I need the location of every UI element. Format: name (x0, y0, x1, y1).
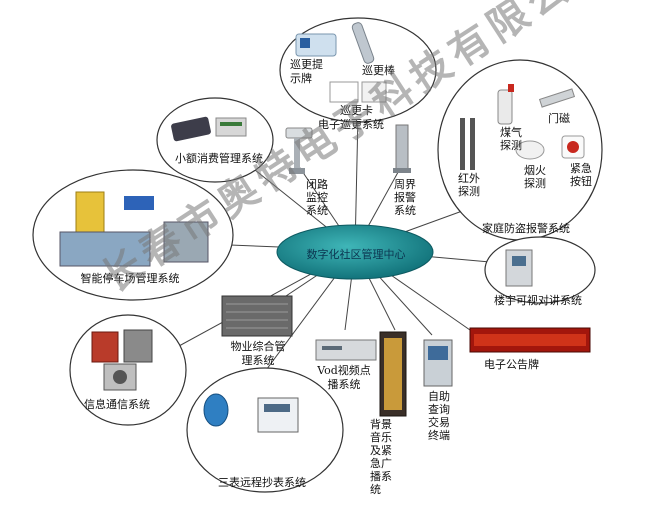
perimeter-label: 周界报警系统 (394, 178, 416, 217)
home-alarm-label: 家庭防盗报警系统 (482, 222, 570, 235)
patrol-sign-chip (300, 38, 310, 48)
smoke-detector-image (515, 140, 545, 160)
vod-label: Vod视频点播系统 (317, 364, 371, 391)
music-label: 背景音乐及紧急广播系统 (370, 418, 392, 496)
hub-ellipse (276, 224, 434, 280)
panic-button-red (567, 141, 579, 153)
electric-meter-image (257, 397, 299, 433)
property-server-slots (226, 303, 288, 329)
kiosk-screen (428, 346, 448, 360)
intercom-screen (512, 256, 526, 266)
patrol-stick-image (351, 22, 375, 64)
patrol-card-label: 巡更卡 (340, 104, 373, 117)
parking-booth-image (163, 221, 209, 263)
pos-card-image (215, 117, 247, 137)
small-pay-label: 小额消费管理系统 (175, 152, 263, 165)
telecom-label: 信息通信系统 (84, 398, 150, 411)
music-speaker-panel (384, 338, 402, 410)
gas-label: 煤气探测 (500, 126, 522, 152)
parking-display-image (124, 196, 154, 210)
pos-card-stripe (220, 122, 242, 126)
patrol-card-image-2 (361, 81, 387, 103)
ir-beam-image-2 (470, 118, 475, 170)
telecom-device-image-1 (91, 331, 119, 363)
smoke-label: 烟火探测 (524, 164, 546, 190)
gas-detector-light (508, 84, 514, 92)
pos-terminal-image (171, 116, 211, 142)
patrol-card-image-1 (329, 81, 359, 103)
door-label: 门磁 (548, 112, 570, 125)
patrol-system-label: 电子巡更系统 (318, 118, 384, 131)
kiosk-label: 自助查询交易终端 (428, 390, 450, 442)
hub-label: 数字化社区管理中心 (306, 248, 406, 261)
cctv-label: 闭路监控系统 (306, 178, 328, 217)
door-sensor-image (538, 88, 576, 108)
panic-label: 紧急按钮 (570, 162, 592, 188)
led-label: 电子公告牌 (484, 358, 539, 371)
gas-detector-image (497, 89, 513, 125)
vod-box-display (322, 346, 342, 350)
parking-label: 智能停车场管理系统 (80, 272, 180, 285)
intercom-panel-image (505, 249, 533, 287)
cctv-camera-image (285, 127, 313, 174)
vod-box-image (315, 339, 377, 361)
telecom-device-dial (113, 370, 127, 384)
meter-label: 三表远程抄表系统 (218, 476, 306, 489)
electric-meter-display (264, 404, 290, 412)
intercom-label: 楼宇可视对讲系统 (494, 294, 582, 307)
property-label: 物业综合管理系统 (230, 340, 286, 367)
patrol-sign-label: 巡更提示牌 (290, 58, 323, 85)
ir-label: 红外探测 (458, 172, 480, 198)
parking-machine-image (75, 191, 105, 239)
perimeter-detector-image (393, 124, 411, 173)
patrol-stick-label: 巡更棒 (362, 64, 395, 77)
led-board-text-strip (474, 334, 586, 346)
water-meter-image (203, 393, 229, 427)
telecom-device-image-2 (123, 329, 153, 363)
parking-screen-image (59, 231, 151, 267)
property-server-image (221, 295, 293, 337)
ir-beam-image-1 (460, 118, 465, 170)
